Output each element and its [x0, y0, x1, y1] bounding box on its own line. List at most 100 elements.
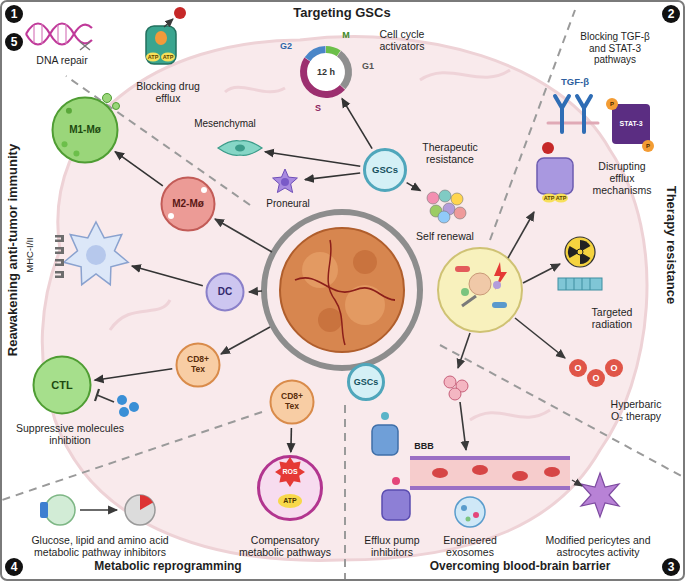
- arrow-connector: [132, 266, 203, 286]
- antigen-presenting-cell-part: [55, 235, 62, 238]
- barrier-label: BBB: [414, 441, 434, 451]
- arrow-connector: [407, 183, 421, 191]
- metabolic-inhibitor-icon: [125, 495, 155, 525]
- annotation: DNA repair: [36, 54, 87, 66]
- tumor-mass: [264, 212, 420, 368]
- annotation: Modified pericytes and astrocytes activi…: [537, 534, 659, 558]
- proneural-cell-part: [281, 178, 289, 186]
- efflux-pump-icon: [381, 412, 389, 420]
- node-label: CD8+ Tex: [275, 392, 309, 412]
- annotation: Blocking drug efflux: [127, 80, 209, 104]
- macrophage-cell-part: [53, 98, 118, 163]
- stem-cell-circle-part: [365, 150, 406, 191]
- radiation-icon: [558, 237, 602, 290]
- cell-cycle-ring-part: [337, 51, 352, 89]
- antigen-presenting-cell-outline: [55, 220, 129, 290]
- mitochondrion-part: [278, 494, 302, 508]
- resistant-cell-cluster-part: [451, 193, 463, 205]
- node-label: CD8+ Tex: [181, 355, 215, 375]
- annotation: Blocking TGF-β and STAT-3 pathways: [571, 31, 659, 66]
- metabolic-inhibitor-icon: [45, 495, 75, 525]
- dna-helix: [26, 24, 92, 45]
- antigen-presenting-cell-part: [61, 259, 64, 266]
- tumor-arrows: [221, 327, 270, 354]
- efflux-pump-icon: [372, 425, 398, 455]
- section-title: Reawakening anti-tumor immunity: [6, 144, 21, 356]
- mesenchymal-cell-part: [235, 145, 245, 152]
- treatment-circle: [455, 266, 470, 272]
- brain-outline: [225, 87, 285, 92]
- atp-tag: ATP: [163, 54, 174, 60]
- antigen-presenting-cell-part: [55, 276, 62, 279]
- mitochondrion-part: [259, 457, 322, 520]
- atp-tag: ATP: [544, 195, 555, 201]
- annotation: Cell cycle activators: [366, 28, 438, 52]
- metabolic-inhibitor-icon: [80, 509, 117, 511]
- astrocyte-icon: [572, 473, 619, 517]
- annotation: Glucose, lipid and amino acid metabolic …: [12, 534, 188, 558]
- section-title: Targeting GSCs: [293, 6, 390, 21]
- node-label: Therapeutic resistance: [414, 141, 486, 165]
- node-label: DC: [218, 286, 232, 298]
- section-title: Therapy resistance: [664, 186, 679, 305]
- stem-cell-circle-part: [349, 365, 384, 400]
- blood-vessel: [410, 458, 570, 488]
- efflux-pump-icon: [372, 412, 410, 520]
- arrow-connector: [290, 428, 292, 452]
- efflux-pump-icon: [537, 158, 573, 194]
- macrophage-cell: M2-Mø: [160, 176, 216, 232]
- treatment-circle: [438, 248, 522, 332]
- mesenchymal-cell-part: [218, 141, 262, 156]
- node-label: Mesenchymal: [194, 118, 256, 130]
- efflux-pump-icon: [164, 19, 173, 27]
- metabolic-inhibitor-icon: [40, 502, 48, 518]
- stem-cell-circle: GSCs: [347, 363, 385, 401]
- brain-outline: [420, 70, 510, 80]
- stat3-dimer-icon: [612, 104, 650, 144]
- annotation: Efflux pump inhibitors: [352, 534, 432, 558]
- oxygen-molecule: [569, 359, 623, 387]
- treatment-arrows: [458, 212, 565, 368]
- node-label: M1-Mø: [69, 124, 101, 136]
- cytotoxic-t-cell: CTL: [32, 355, 92, 415]
- node-label: GSCs: [354, 377, 379, 387]
- dendritic-cell-part: [207, 274, 244, 311]
- antigen-presenting-cell-part: [61, 271, 64, 278]
- atom-label: O: [592, 373, 599, 383]
- proneural-cell: Proneural: [268, 169, 302, 195]
- exosome-icon: [466, 517, 471, 522]
- efflux-pump-icon: [155, 31, 167, 45]
- phospho-tag: P: [610, 101, 614, 108]
- tumor-arrows: [215, 219, 272, 252]
- blood-vessel: [544, 467, 560, 477]
- macrophage-cell-part: [73, 150, 79, 156]
- resistant-cell-cluster-part: [427, 192, 439, 204]
- phase-label: G2: [280, 41, 292, 51]
- proneural-cell-outline: [268, 169, 302, 195]
- atom-label: O: [610, 363, 617, 373]
- section-title: Overcoming blood-brain barrier: [430, 560, 611, 574]
- cell-cycle-ring: 12 h: [298, 44, 354, 100]
- node-label: GSCs: [372, 165, 398, 176]
- treatment-circle: [493, 281, 501, 289]
- annotation: Suppressive molecules inhibition: [14, 422, 126, 446]
- node-label: ROS: [282, 468, 297, 476]
- antigen-presenting-cell: MHC-I/II: [55, 220, 129, 290]
- nanoparticle-cluster: [460, 402, 466, 450]
- efflux-pump-icon: [542, 194, 556, 203]
- tumor-mass: [280, 228, 404, 352]
- efflux-pump-icon: [542, 142, 554, 154]
- arrow-connector: [265, 152, 360, 166]
- arrow-connector: [95, 369, 173, 380]
- exosome-icon: [461, 505, 467, 511]
- mitochondrion-part: [275, 457, 305, 487]
- tgf-receptor-icon: [548, 122, 598, 125]
- tgf-receptor-icon: [548, 96, 598, 132]
- node-label: M2-Mø: [172, 198, 204, 210]
- antigen-presenting-cell-part: [55, 247, 62, 250]
- blood-vessel: [432, 468, 448, 478]
- efflux-pump-icon: [161, 53, 175, 62]
